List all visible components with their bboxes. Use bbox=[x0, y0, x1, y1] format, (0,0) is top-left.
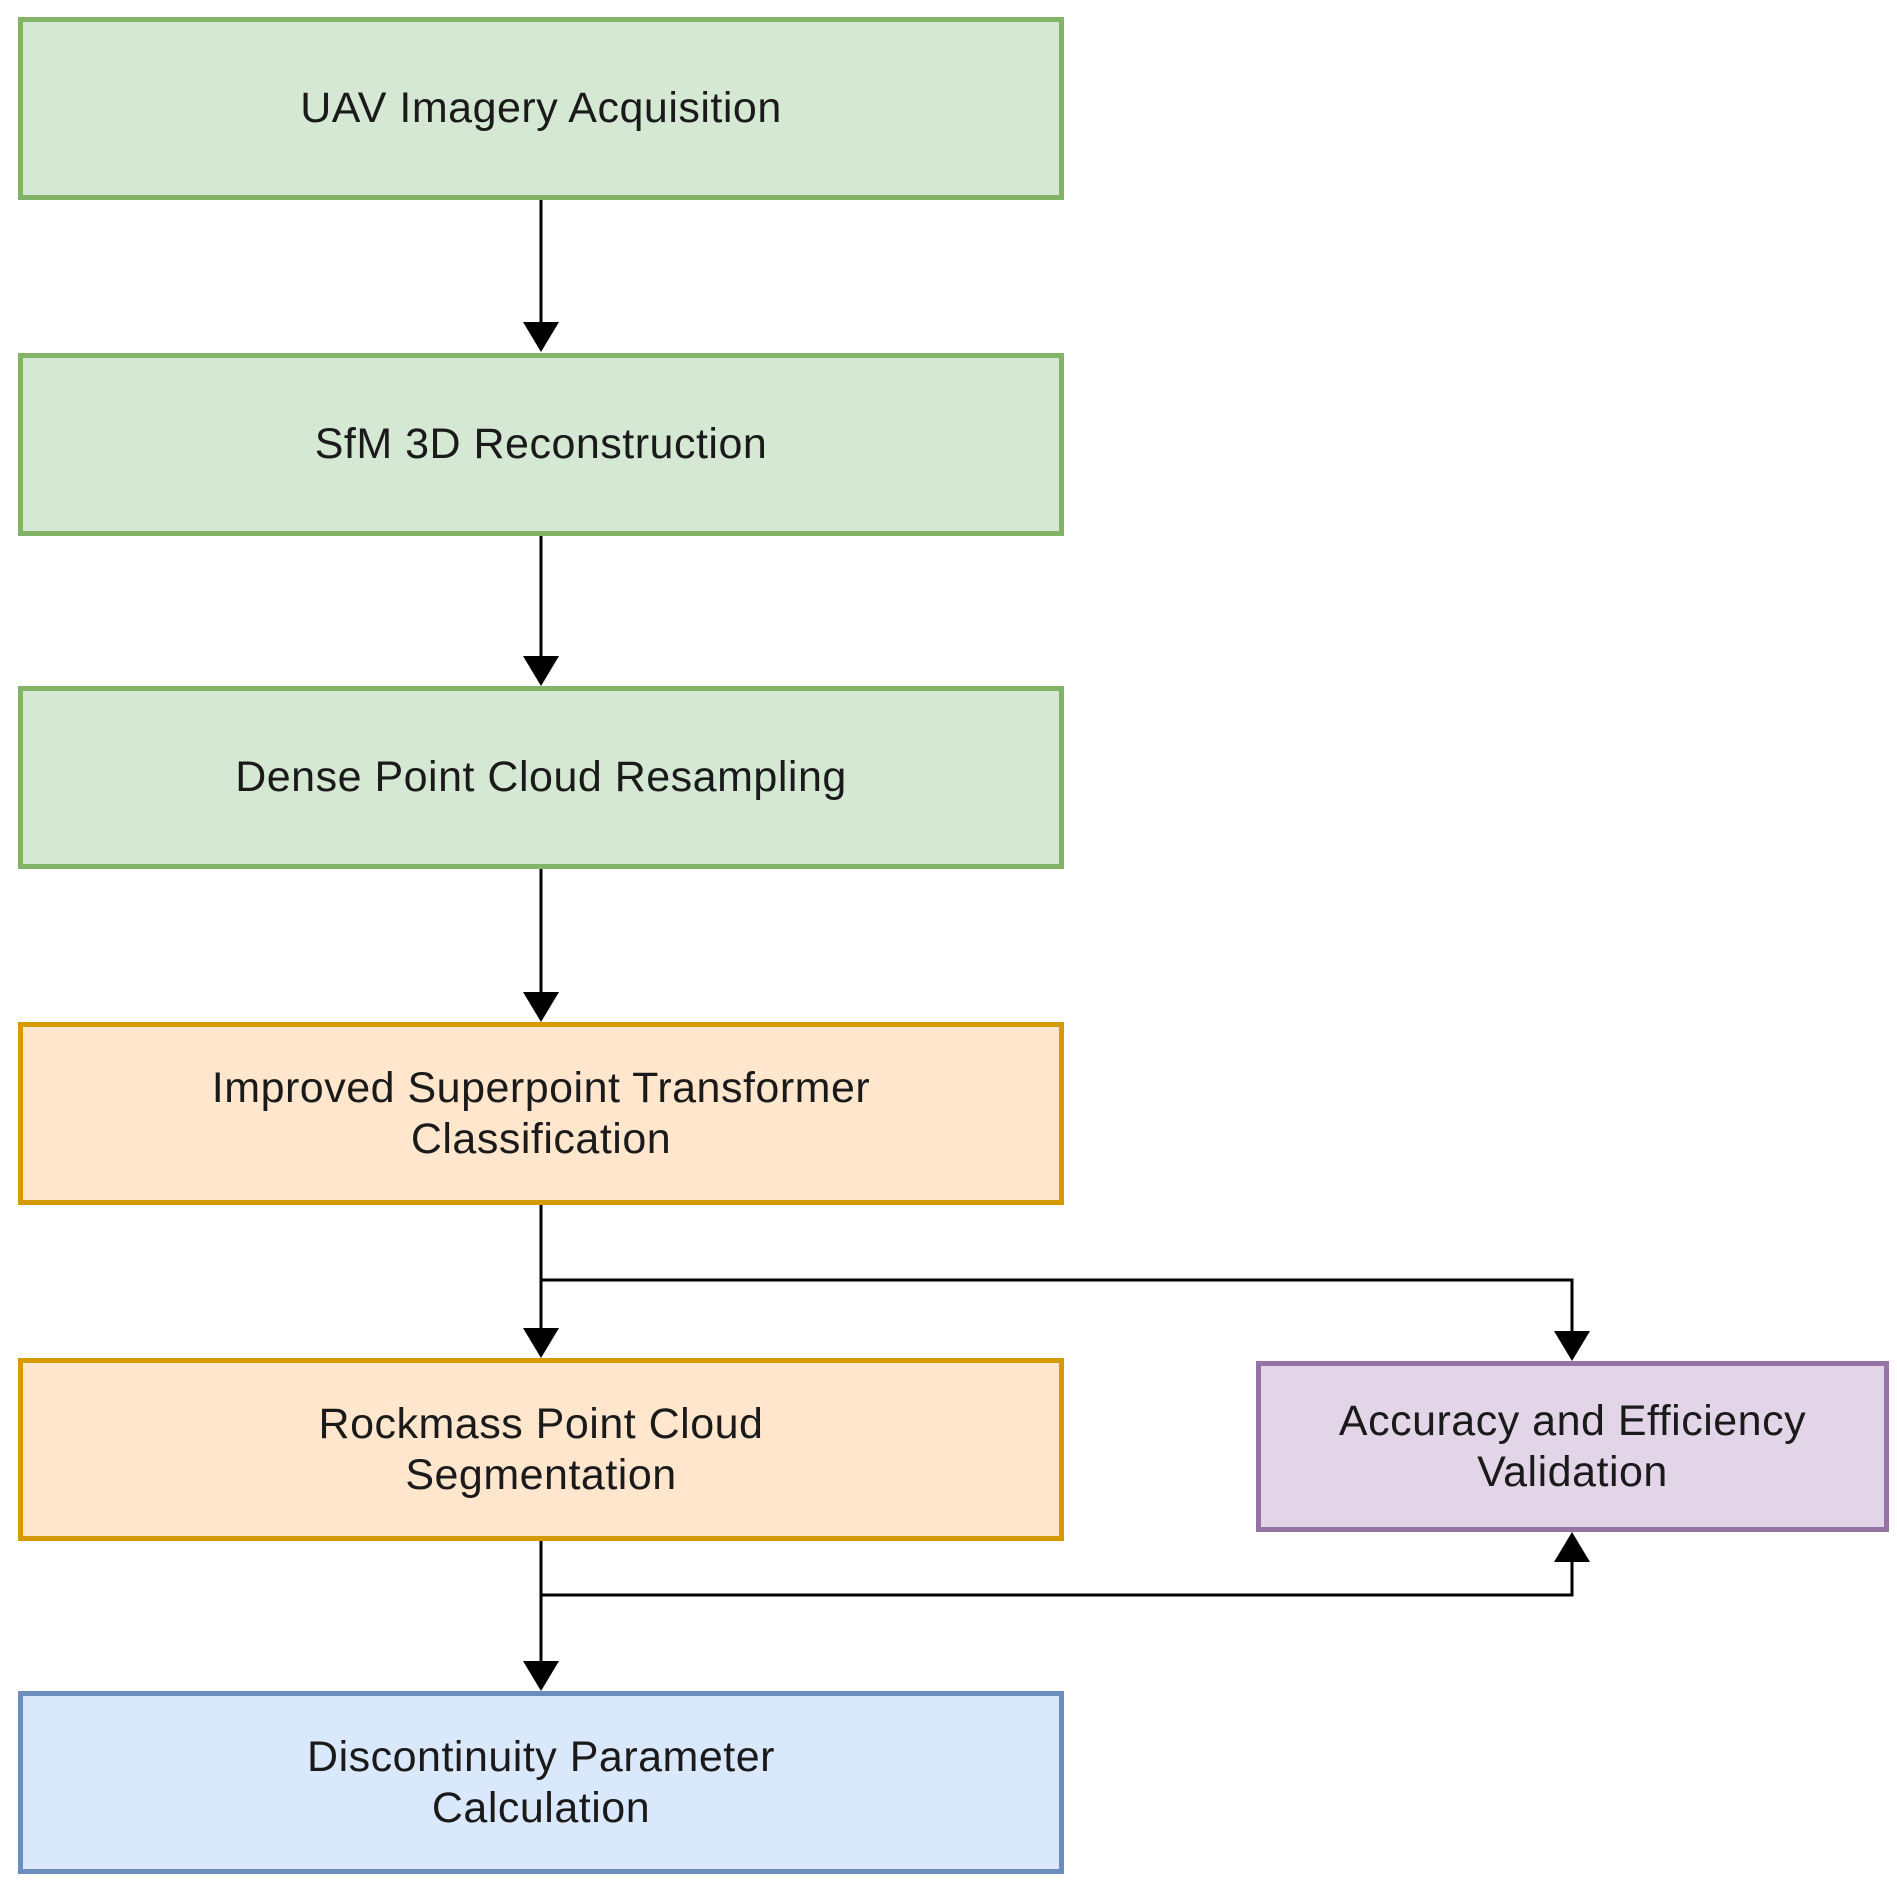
edge-segmentation-to-calculation bbox=[523, 1541, 559, 1691]
edge-segmentation-to-validation bbox=[541, 1532, 1590, 1597]
edge-classification-to-validation bbox=[541, 1278, 1590, 1361]
node-dense-point-cloud-resampling: Dense Point Cloud Resampling bbox=[18, 686, 1064, 869]
node-label: Accuracy and Efficiency Validation bbox=[1338, 1396, 1807, 1496]
node-uav-imagery-acquisition: UAV Imagery Acquisition bbox=[18, 17, 1064, 200]
node-superpoint-transformer-classification: Improved Superpoint Transformer Classifi… bbox=[18, 1022, 1064, 1205]
node-label: Dense Point Cloud Resampling bbox=[235, 753, 847, 801]
node-label: Improved Superpoint Transformer Classifi… bbox=[211, 1063, 871, 1163]
edge-classification-to-segmentation bbox=[523, 1205, 559, 1358]
node-sfm-3d-reconstruction: SfM 3D Reconstruction bbox=[18, 353, 1064, 536]
node-label: UAV Imagery Acquisition bbox=[300, 84, 782, 132]
node-label: Discontinuity Parameter Calculation bbox=[307, 1732, 775, 1832]
node-discontinuity-parameter-calculation: Discontinuity Parameter Calculation bbox=[18, 1691, 1064, 1874]
edge-uav-to-sfm bbox=[523, 200, 559, 352]
node-rockmass-segmentation: Rockmass Point Cloud Segmentation bbox=[18, 1358, 1064, 1541]
edge-dense-to-classification bbox=[523, 869, 559, 1022]
node-label: SfM 3D Reconstruction bbox=[314, 420, 768, 468]
edge-sfm-to-dense bbox=[523, 536, 559, 686]
node-accuracy-efficiency-validation: Accuracy and Efficiency Validation bbox=[1256, 1361, 1889, 1532]
node-label: Rockmass Point Cloud Segmentation bbox=[318, 1399, 764, 1499]
